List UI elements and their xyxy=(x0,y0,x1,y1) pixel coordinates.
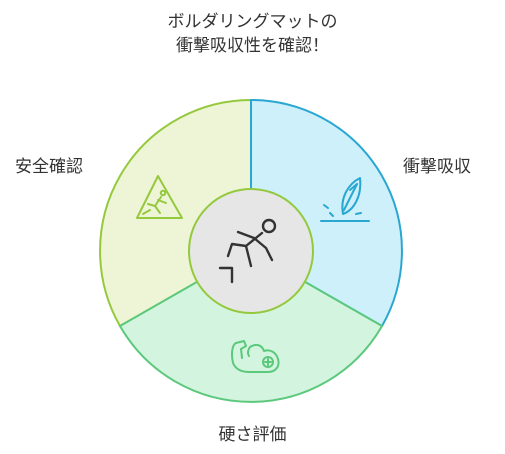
title-line-1: ボルダリングマットの xyxy=(167,12,338,32)
caution-slippery-sign-icon xyxy=(136,175,183,219)
label-hardness-evaluation: 硬さ評価 xyxy=(218,425,287,445)
feather-landing-icon xyxy=(320,177,370,222)
label-shock-absorption: 衝撃吸収 xyxy=(403,157,471,177)
center-hub xyxy=(188,188,314,314)
falling-person-icon xyxy=(218,218,277,284)
segment-hardness-evaluation xyxy=(119,250,383,403)
title-line-2: 衝撃吸収性を確認！ xyxy=(176,36,329,56)
flexed-arm-strength-icon xyxy=(231,340,280,373)
diagram-title: ボルダリングマットの 衝撃吸収性を確認！ xyxy=(0,10,505,58)
label-safety-check: 安全確認 xyxy=(15,157,83,177)
